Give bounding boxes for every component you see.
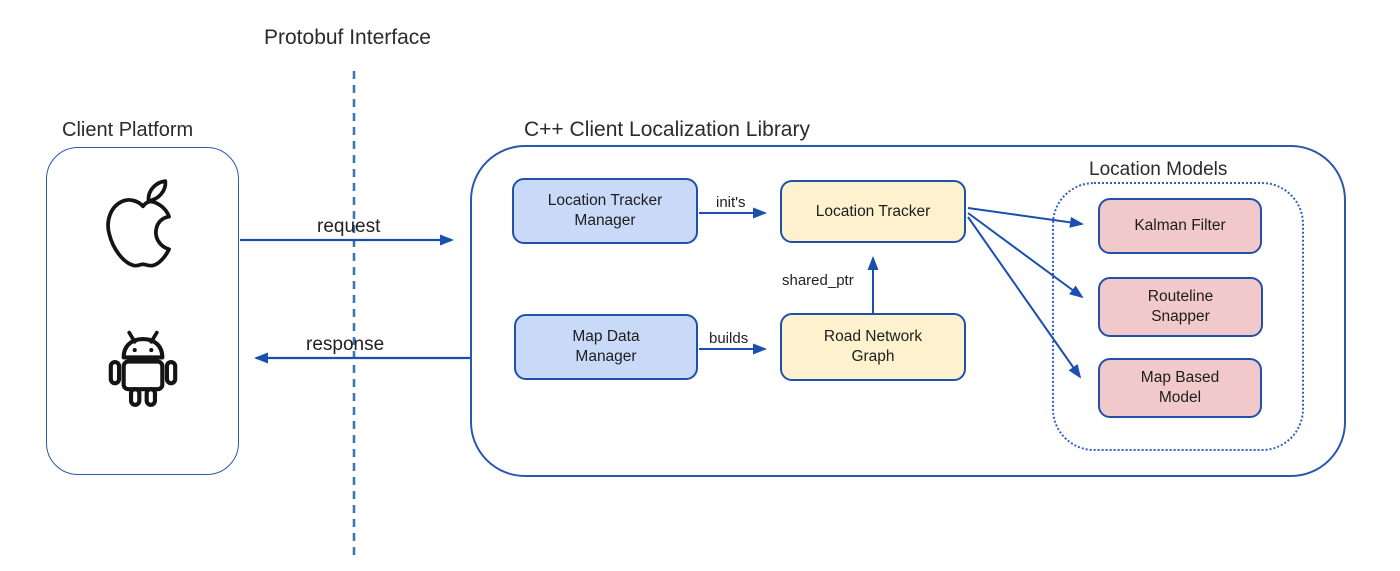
protobuf-interface-title: Protobuf Interface: [264, 26, 431, 49]
shared-ptr-label: shared_ptr: [782, 272, 854, 289]
node-map-data-manager: Map Data Manager: [514, 314, 698, 380]
node-label: Location Tracker Manager: [547, 192, 663, 229]
node-map-based-model: Map Based Model: [1098, 358, 1262, 418]
node-label: Location Tracker: [815, 202, 931, 220]
node-label: Map Data Manager: [572, 328, 640, 365]
node-location-tracker-manager: Location Tracker Manager: [512, 178, 698, 244]
node-label: Routeline Snapper: [1147, 288, 1214, 325]
library-title: C++ Client Localization Library: [524, 118, 810, 141]
request-label: request: [317, 216, 381, 237]
node-label: Kalman Filter: [1134, 217, 1226, 235]
library-container: [470, 145, 1346, 477]
client-platform-container: [46, 147, 239, 475]
node-kalman-filter: Kalman Filter: [1098, 198, 1262, 254]
node-road-network-graph: Road Network Graph: [780, 313, 966, 381]
inits-label: init's: [716, 194, 746, 211]
builds-label: builds: [709, 330, 749, 347]
node-routeline-snapper: Routeline Snapper: [1098, 277, 1263, 337]
node-location-tracker: Location Tracker: [780, 180, 966, 243]
android-icon: [97, 326, 189, 427]
node-label: Map Based Model: [1140, 369, 1220, 406]
location-models-title: Location Models: [1089, 159, 1228, 180]
client-platform-title: Client Platform: [62, 119, 194, 141]
apple-icon: [100, 176, 184, 279]
node-label: Road Network Graph: [823, 328, 923, 365]
response-label: response: [306, 334, 385, 355]
